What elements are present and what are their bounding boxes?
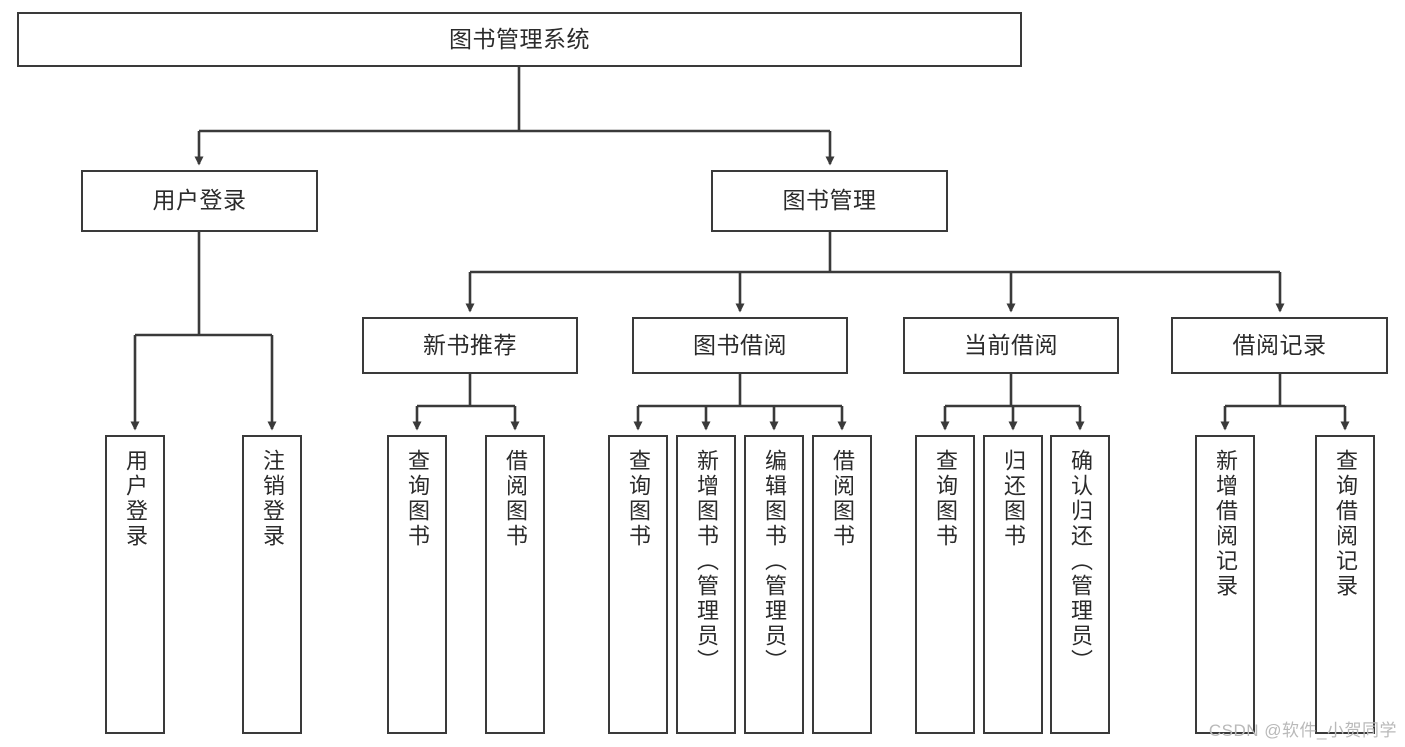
node-book-management-system[interactable]: 图书管理系统 xyxy=(17,12,1022,67)
node-label: 图书管理系统 xyxy=(449,25,590,52)
node-label: 新增借阅记录 xyxy=(1212,449,1238,599)
node-label: 图书借阅 xyxy=(693,331,787,358)
node-label: 当前借阅 xyxy=(964,331,1058,358)
node-label: 确认归还（管理员） xyxy=(1067,449,1093,674)
leaf-edit-book-admin[interactable]: 编辑图书（管理员） xyxy=(744,435,804,734)
node-label: 借阅记录 xyxy=(1232,331,1327,358)
edges-bookmanage-to-level3 xyxy=(465,232,1285,313)
leaf-query-borrowing-record[interactable]: 查询借阅记录 xyxy=(1315,435,1375,734)
leaf-user-login[interactable]: 用户登录 xyxy=(105,435,165,734)
leaf-query-book-current[interactable]: 查询图书 xyxy=(915,435,975,734)
leaf-logout[interactable]: 注销登录 xyxy=(242,435,302,734)
edges-root-to-level2 xyxy=(194,67,835,166)
edges-bookborrow-to-leaves xyxy=(633,374,847,431)
node-label: 查询图书 xyxy=(625,449,651,549)
node-book-borrowing[interactable]: 图书借阅 xyxy=(632,317,848,374)
leaf-add-borrowing-record[interactable]: 新增借阅记录 xyxy=(1195,435,1255,734)
leaf-return-book[interactable]: 归还图书 xyxy=(983,435,1043,734)
edges-currentborrow-to-leaves xyxy=(940,374,1085,431)
node-label: 查询图书 xyxy=(404,449,430,549)
leaf-query-book-borrowing[interactable]: 查询图书 xyxy=(608,435,668,734)
node-label: 借阅图书 xyxy=(829,449,855,549)
node-label: 查询图书 xyxy=(932,449,958,549)
node-label: 归还图书 xyxy=(1000,449,1026,549)
edges-newbookrec-to-leaves xyxy=(412,374,520,431)
edges-userlogin-to-leaves xyxy=(130,232,277,431)
node-label: 借阅图书 xyxy=(502,449,528,549)
node-label: 用户登录 xyxy=(122,449,148,549)
node-borrowing-record[interactable]: 借阅记录 xyxy=(1171,317,1388,374)
node-label: 查询借阅记录 xyxy=(1332,449,1358,599)
node-label: 编辑图书（管理员） xyxy=(761,449,787,674)
node-book-management[interactable]: 图书管理 xyxy=(711,170,948,232)
leaf-borrow-book-recommendation[interactable]: 借阅图书 xyxy=(485,435,545,734)
node-label: 用户登录 xyxy=(152,187,247,214)
leaf-borrow-book[interactable]: 借阅图书 xyxy=(812,435,872,734)
node-current-borrowing[interactable]: 当前借阅 xyxy=(903,317,1119,374)
node-label: 新增图书（管理员） xyxy=(693,449,719,674)
node-label: 注销登录 xyxy=(259,449,285,549)
edges-borrowrecord-to-leaves xyxy=(1220,374,1350,431)
leaf-query-book-recommendation[interactable]: 查询图书 xyxy=(387,435,447,734)
node-new-book-recommendation[interactable]: 新书推荐 xyxy=(362,317,578,374)
node-label: 新书推荐 xyxy=(423,331,517,358)
leaf-add-book-admin[interactable]: 新增图书（管理员） xyxy=(676,435,736,734)
node-label: 图书管理 xyxy=(782,187,877,214)
leaf-confirm-return-admin[interactable]: 确认归还（管理员） xyxy=(1050,435,1110,734)
node-user-login[interactable]: 用户登录 xyxy=(81,170,318,232)
